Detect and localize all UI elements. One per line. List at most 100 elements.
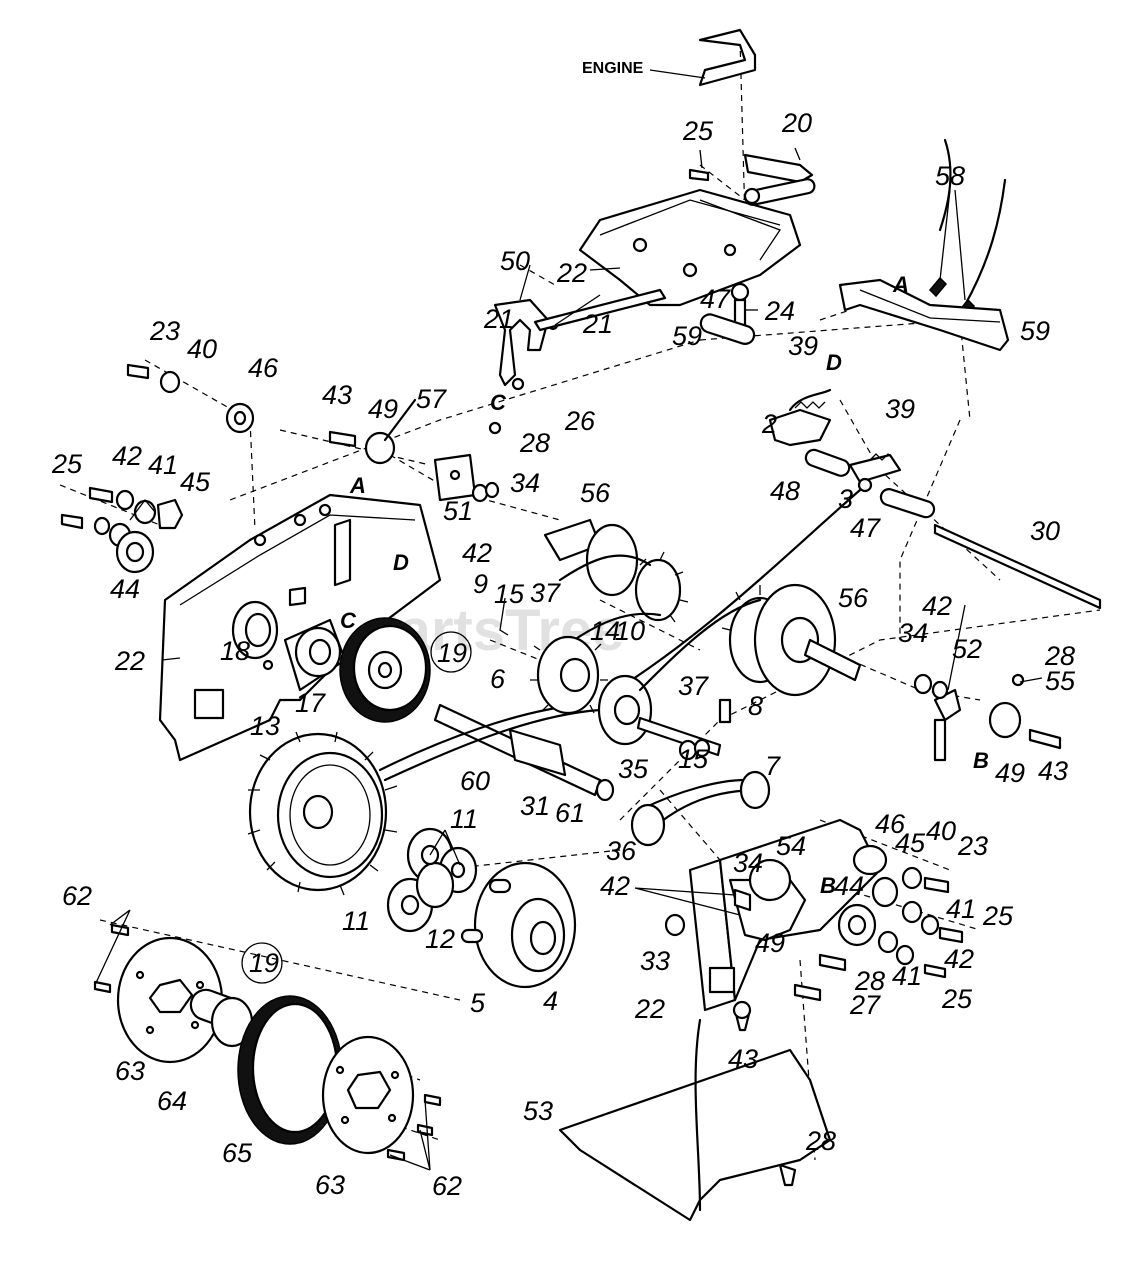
callout-label: 17	[295, 688, 326, 718]
pulley-17	[283, 586, 347, 692]
callout-label: A	[349, 473, 366, 498]
callout-label: 40	[187, 334, 217, 364]
callout-label: 48	[770, 476, 800, 506]
callout-labels: 25 20 58 50 22 21 21 59 24 A 59 23 40 46…	[51, 108, 1076, 1201]
left-hardware	[60, 363, 255, 574]
callout-label: 42	[462, 538, 492, 568]
callout-label: 4	[543, 986, 558, 1016]
callout-label: 57	[416, 384, 447, 414]
callout-label: 25	[982, 901, 1014, 931]
callout-label: 25	[682, 116, 714, 146]
callout-label: D	[393, 550, 409, 575]
callout-label: 49	[755, 928, 785, 958]
callout-label: 41	[148, 450, 178, 480]
engine-bracket	[698, 28, 757, 87]
drive-wheel-13	[247, 731, 398, 896]
callout-label: A	[892, 272, 909, 297]
callout-label: 59	[1020, 316, 1050, 346]
callout-label: 42	[944, 944, 974, 974]
callout-label: 34	[898, 618, 928, 648]
callout-label: 61	[555, 798, 585, 828]
callout-label: 15	[494, 579, 525, 609]
callout-label: 3	[838, 484, 853, 514]
callout-label: 44	[834, 871, 864, 901]
callout-label: 45	[895, 828, 926, 858]
callout-label: 22	[556, 258, 587, 288]
shift-lever	[493, 288, 667, 391]
callout-label: 35	[618, 754, 649, 784]
clutch-linkage	[699, 313, 902, 493]
callout-label: 42	[600, 871, 630, 901]
callout-label: B	[973, 748, 989, 773]
callout-label: 47	[850, 513, 881, 543]
callout-label: 13	[250, 711, 280, 741]
callout-label: 22	[634, 994, 665, 1024]
callout-label: 47	[700, 284, 731, 314]
mid-hardware	[328, 398, 502, 503]
callout-label: 26	[564, 406, 596, 436]
callout-label: 40	[926, 816, 956, 846]
callout-label: 53	[523, 1096, 553, 1126]
callout-label: 43	[1038, 756, 1068, 786]
callout-label: 58	[935, 161, 965, 191]
callout-label: 34	[510, 468, 540, 498]
callout-label: 33	[640, 946, 670, 976]
callout-label: 62	[62, 881, 92, 911]
callout-ring-19-top	[430, 631, 472, 673]
pin-8	[718, 698, 732, 724]
callout-label: 64	[157, 1086, 187, 1116]
right-housing	[688, 818, 882, 1012]
callout-label: 23	[957, 831, 988, 861]
callout-label: 5	[470, 988, 486, 1018]
wheel-flange-assembly	[93, 923, 442, 1162]
callout-label: 14	[590, 616, 620, 646]
callout-label: 49	[368, 394, 398, 424]
callout-label: 49	[995, 758, 1025, 788]
left-housing	[158, 493, 442, 762]
callout-label: 39	[788, 331, 818, 361]
callout-label: 18	[220, 636, 250, 666]
callout-label: 43	[322, 380, 352, 410]
callout-label: 39	[885, 394, 915, 424]
callout-label: 56	[580, 478, 611, 508]
axle-31	[433, 703, 615, 802]
callout-label: 28	[1044, 641, 1075, 671]
callout-label: 34	[733, 848, 763, 878]
callout-label: 11	[450, 804, 478, 834]
callout-label: 21	[483, 304, 514, 334]
callout-label: 19	[249, 948, 279, 978]
lower-chain	[630, 738, 771, 847]
callout-label: 2	[761, 409, 777, 439]
callout-label: 63	[315, 1170, 345, 1200]
callout-label: 23	[149, 316, 180, 346]
callout-label: 37	[530, 578, 561, 608]
callout-label: 44	[110, 574, 140, 604]
engine-label: ENGINE	[582, 60, 644, 77]
callout-ring-19-bot	[241, 942, 283, 984]
callout-label: 8	[748, 691, 763, 721]
callout-label: 12	[425, 924, 455, 954]
callout-label: 15	[678, 744, 709, 774]
callout-label: 46	[875, 809, 906, 839]
callout-label: 21	[582, 309, 613, 339]
callout-label: 56	[838, 583, 869, 613]
callout-label: 42	[922, 591, 952, 621]
sprocket-assembly-left	[530, 518, 689, 715]
callout-label: 46	[248, 353, 279, 383]
callout-label: C	[490, 390, 507, 415]
callout-label: 59	[672, 321, 702, 351]
callout-label: 62	[432, 1171, 462, 1201]
hub-4	[460, 861, 577, 989]
callout-label: 42	[112, 441, 142, 471]
sprocket-assembly-right	[638, 583, 862, 697]
callout-label: 19	[437, 638, 467, 668]
callout-label: D	[826, 350, 842, 375]
callout-label: C	[340, 608, 357, 633]
cable-bracket	[838, 278, 1010, 352]
floor-plate-53	[558, 1018, 832, 1222]
callout-label: 27	[849, 990, 881, 1020]
callout-label: 65	[222, 1138, 253, 1168]
rods	[879, 488, 1102, 610]
pivot-rod	[743, 153, 816, 206]
